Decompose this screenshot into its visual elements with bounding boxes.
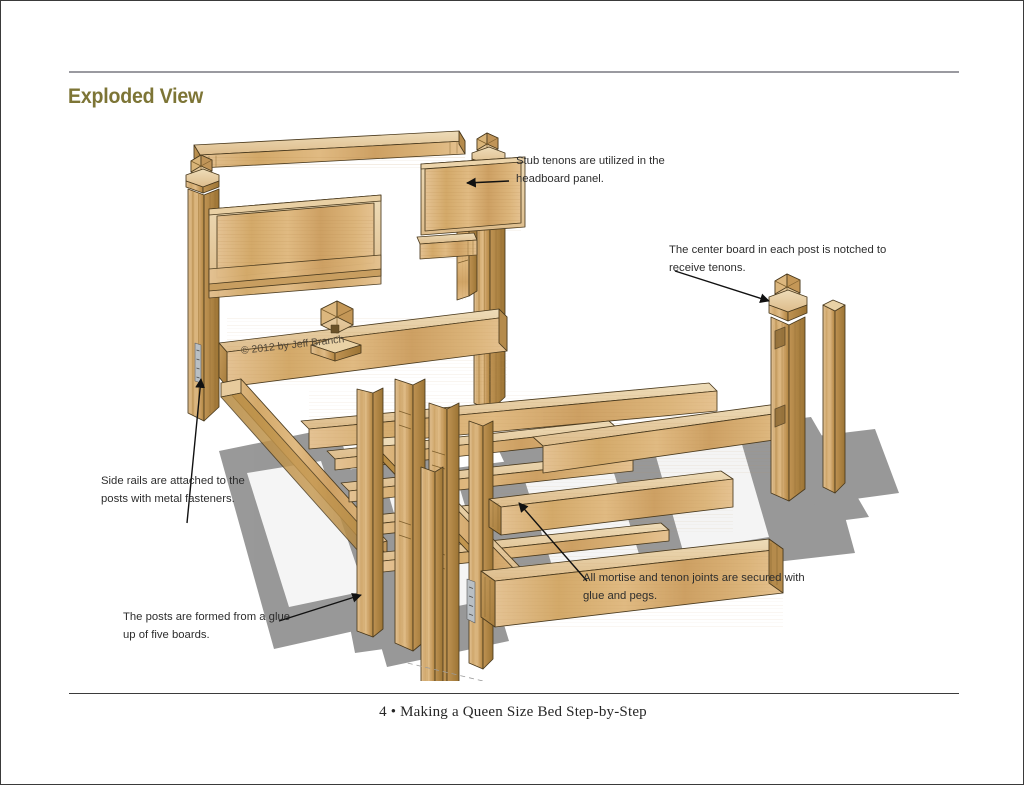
- footboard-lower-panel: [466, 538, 784, 628]
- headboard-right-panel: [420, 156, 526, 236]
- callout-center-board-line2: receive tenons.: [669, 261, 746, 274]
- callout-side-rails-line1: Side rails are attached to the: [101, 475, 245, 487]
- callout-stub-tenons-line2: headboard panel.: [516, 172, 604, 185]
- leader-center-board: [674, 270, 770, 303]
- callout-mortise-tenon: All mortise and tenon joints are secured…: [583, 570, 805, 605]
- leader-mortise: [518, 502, 588, 582]
- footer-rule: [69, 693, 959, 695]
- right-footboard-post: [768, 273, 808, 502]
- footboard-upper-rail: [488, 470, 734, 536]
- leader-posts: [278, 592, 362, 622]
- callout-side-rails: Side rails are attached to the posts wit…: [101, 473, 245, 508]
- right-side-rail: [532, 402, 796, 474]
- callout-center-board: The center board in each post is notched…: [669, 242, 886, 277]
- left-headboard-post: [185, 154, 220, 422]
- callout-posts-line2: up of five boards.: [123, 628, 210, 641]
- callout-stub-tenons: Stub tenons are utilized in the headboar…: [516, 153, 665, 188]
- callout-posts: The posts are formed from a glue up of f…: [123, 609, 290, 644]
- callout-mortise-tenon-line2: glue and pegs.: [583, 589, 658, 602]
- callout-posts-line1: The posts are formed from a glue: [123, 611, 291, 623]
- exploded-view-illustration: [69, 121, 959, 681]
- headboard-top-rail: [193, 130, 466, 169]
- callout-leader-lines: [186, 177, 770, 622]
- center-posts-exploded: [356, 378, 494, 681]
- page-title: Exploded View: [68, 85, 204, 108]
- leader-stub-tenons: [466, 177, 510, 188]
- right-loose-board: [822, 299, 846, 494]
- callout-side-rails-line2: posts with metal fasteners.: [101, 492, 235, 505]
- headboard-bottom-rail: [416, 232, 478, 260]
- callout-mortise-tenon-line1: All mortise and tenon joints are secured…: [583, 572, 805, 584]
- center-peg-assembly: [310, 300, 362, 362]
- headboard-left-panel: [208, 194, 382, 299]
- callout-center-board-line1: The center board in each post is notched…: [669, 244, 887, 256]
- left-side-rail: [218, 308, 508, 388]
- header-rule: [69, 71, 959, 73]
- leader-side-rails: [186, 378, 206, 524]
- page-footer: 4 • Making a Queen Size Bed Step-by-Step: [379, 704, 647, 720]
- callout-stub-tenons-line1: Stub tenons are utilized in the: [516, 155, 665, 167]
